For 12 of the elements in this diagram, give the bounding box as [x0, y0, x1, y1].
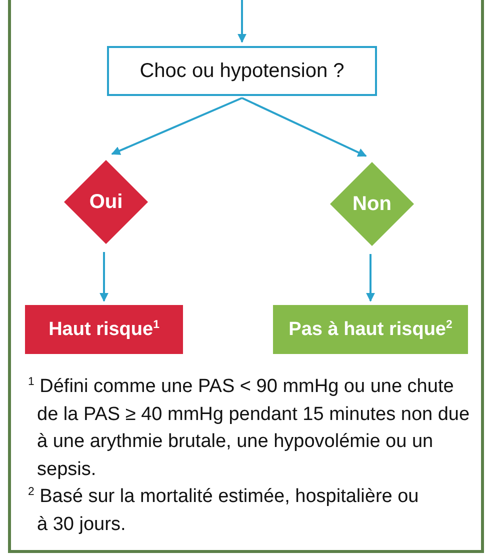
- footnote: $^{1}$ Défini comme une PAS < 90 mmHg ou une chute de la PAS ≥ 40 mmHg pendant 15 minutes non due à une arythmie brutale, une hypovolémie ou un sepsis.: [28, 375, 471, 482]
- footnote: $^{2}$ Basé sur la mortalité estimée, hospitalière ou à 30 jours.: [28, 485, 420, 536]
- question-box: Choc ou hypotension ?: [107, 46, 377, 96]
- arrow: [366, 254, 375, 302]
- arrow: [242, 97, 367, 157]
- decision-diamond: Non: [330, 162, 414, 246]
- arrow: [238, 0, 246, 43]
- arrow: [100, 252, 108, 302]
- outcome-box: Haut risque$^{1}$: [25, 305, 183, 354]
- outcome-box: Pas à haut risque$^{2}$: [273, 305, 468, 354]
- arrow: [111, 97, 242, 155]
- decision-diamond: Oui: [64, 160, 148, 244]
